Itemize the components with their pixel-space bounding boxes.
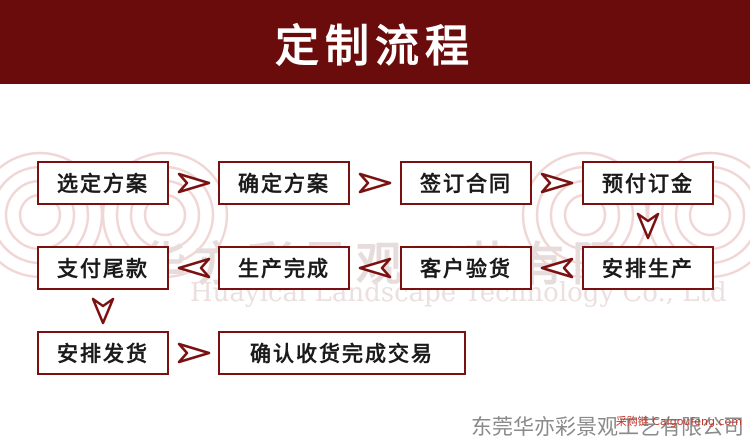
step-arrange-shipping: 安排发货: [37, 331, 169, 375]
step-confirm-plan: 确定方案: [218, 161, 350, 205]
site-watermark: 采购链 Caigoufeng.com: [615, 415, 742, 428]
arrow-down-icon: [91, 297, 115, 325]
step-arrange-production: 安排生产: [582, 246, 714, 290]
arrow-left-icon: [358, 257, 392, 279]
step-sign-contract: 签订合同: [400, 161, 532, 205]
company-name: 东莞华亦彩景观工艺有限公司: [471, 415, 744, 439]
arrow-right-icon: [540, 172, 574, 194]
step-production-complete: 生产完成: [218, 246, 350, 290]
step-customer-inspection: 客户验货: [400, 246, 532, 290]
step-pay-balance: 支付尾款: [37, 246, 169, 290]
arrow-right-icon: [177, 172, 211, 194]
step-confirm-receipt: 确认收货完成交易: [218, 331, 466, 375]
arrow-left-icon: [540, 257, 574, 279]
step-prepay-deposit: 预付订金: [582, 161, 714, 205]
page-title: 定制流程: [275, 21, 475, 72]
arrow-left-icon: [177, 257, 211, 279]
arrow-right-icon: [358, 172, 392, 194]
header-banner: 定制流程: [0, 0, 750, 84]
step-select-plan: 选定方案: [37, 161, 169, 205]
arrow-right-icon: [177, 342, 211, 364]
arrow-down-icon: [636, 212, 660, 240]
